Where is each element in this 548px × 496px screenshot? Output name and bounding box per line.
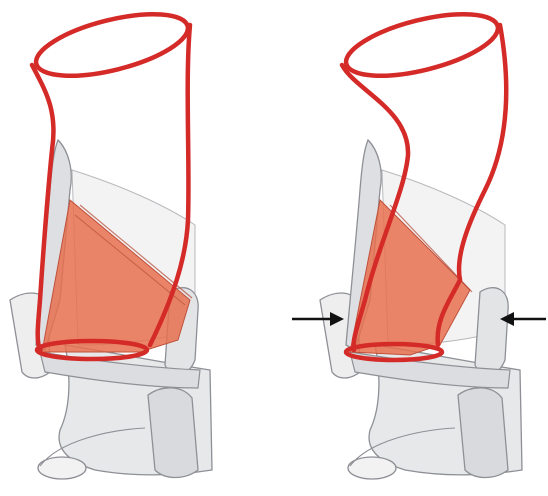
left-panel bbox=[10, 2, 212, 479]
right-panel bbox=[320, 2, 522, 479]
